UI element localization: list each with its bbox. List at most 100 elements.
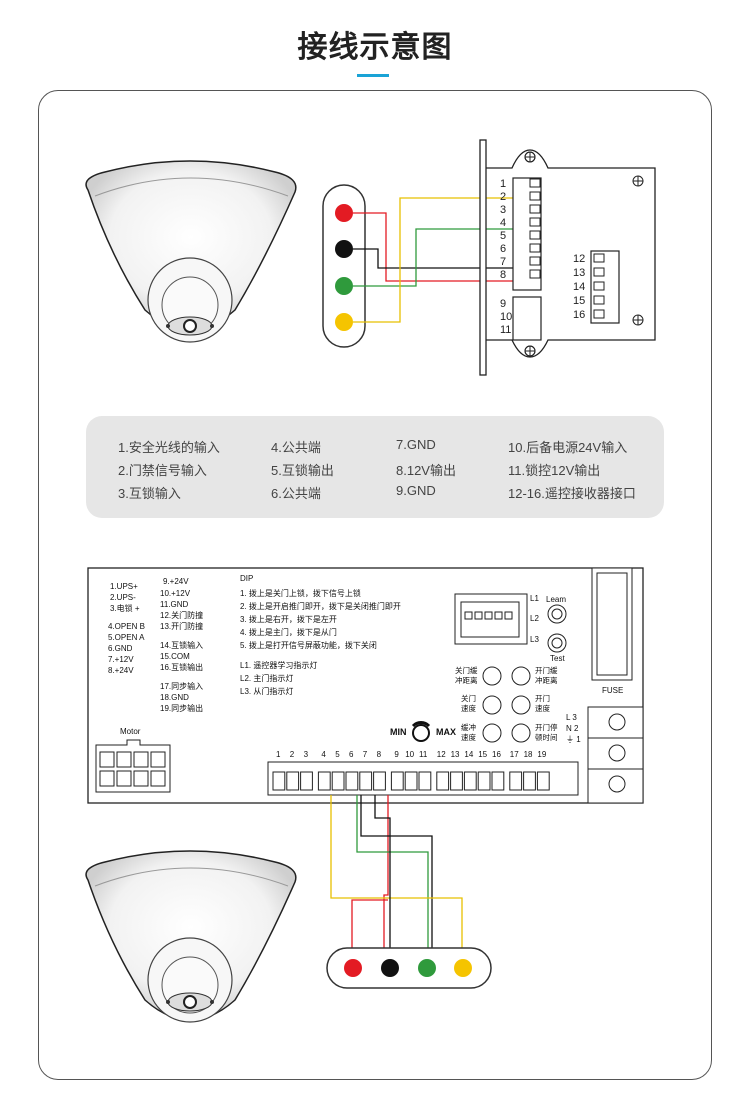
l2-label: L2 — [530, 614, 539, 623]
terminal-slot — [404, 771, 418, 791]
terminal-slot — [418, 771, 432, 791]
svg-text:冲距离: 冲距离 — [455, 675, 478, 685]
terminal-screw — [593, 267, 605, 277]
diagram-frame — [38, 90, 712, 1080]
terminal-slot — [272, 771, 286, 791]
legend-item: 5.互锁输出 — [271, 463, 334, 478]
terminal-screw — [529, 230, 541, 240]
terminal-number: 10 — [500, 311, 512, 323]
terminal-board-top — [479, 139, 656, 376]
terminal-number: 15 — [573, 295, 585, 307]
terminal-number: 14 — [573, 281, 585, 293]
terminal-number: 16 — [492, 750, 501, 759]
wires-top — [353, 197, 513, 323]
legend-item: 10.后备电源24V输入 — [508, 440, 628, 455]
green-wire-dot — [335, 277, 353, 295]
svg-text:N 2: N 2 — [566, 724, 579, 733]
terminal-number: 8 — [500, 269, 506, 281]
fuse-label: FUSE — [602, 686, 623, 695]
fuse-holder — [591, 567, 633, 681]
terminal-number: 4 — [321, 750, 326, 759]
terminal-slot — [390, 771, 404, 791]
wires-bottom — [330, 795, 463, 970]
power-input-labels: L 3 N 2 ⏚ 1 — [566, 713, 581, 744]
terminal-number: 9 — [394, 750, 399, 759]
max-label: MAX — [436, 727, 456, 737]
terminal-number: 13 — [451, 750, 460, 759]
svg-text:5. 拨上是打开信号屏蔽功能，拨下关闭: 5. 拨上是打开信号屏蔽功能，拨下关闭 — [240, 640, 377, 650]
terminal-screw — [529, 204, 541, 214]
sensor-image-bottom — [85, 850, 297, 1023]
svg-text:8.+24V: 8.+24V — [108, 666, 134, 675]
connector-plug-top — [322, 184, 366, 348]
svg-text:4. 拨上是主门，拨下是从门: 4. 拨上是主门，拨下是从门 — [240, 627, 337, 637]
svg-text:DIP: DIP — [240, 574, 253, 583]
svg-text:L3. 从门指示灯: L3. 从门指示灯 — [240, 686, 293, 696]
green-wire-dot — [418, 959, 436, 977]
yellow-wire-dot — [335, 313, 353, 331]
adjustment-pots — [482, 666, 531, 743]
legend-item: 7.GND — [396, 437, 436, 452]
legend-item: 6.公共端 — [271, 486, 321, 501]
terminal-number: 11 — [500, 324, 511, 336]
terminal-number: 2 — [500, 191, 506, 203]
legend-item: 12-16.遥控接收器接口 — [508, 486, 636, 501]
svg-text:13.开门防撞: 13.开门防撞 — [160, 621, 203, 631]
l3-label: L3 — [530, 635, 539, 644]
terminal-strip-1-19 — [267, 761, 579, 796]
terminal-number: 15 — [478, 750, 487, 759]
svg-text:开门停: 开门停 — [535, 722, 558, 732]
svg-text:⏚ 1: ⏚ 1 — [566, 735, 581, 744]
svg-text:14.互锁输入: 14.互锁输入 — [160, 640, 203, 650]
svg-text:冲距离: 冲距离 — [535, 675, 558, 685]
terminal-number: 9 — [500, 298, 506, 310]
terminal-number: 5 — [335, 750, 340, 759]
terminal-number: 16 — [573, 309, 585, 321]
terminal-slot — [491, 771, 505, 791]
svg-text:L2. 主门指示灯: L2. 主门指示灯 — [240, 673, 293, 683]
svg-text:17.同步输入: 17.同步输入 — [160, 681, 203, 691]
terminal-number: 3 — [304, 750, 309, 759]
legend-item: 3.互锁输入 — [118, 486, 181, 501]
terminal-number: 7 — [363, 750, 368, 759]
svg-text:开门: 开门 — [535, 694, 550, 703]
connector-plug-bottom — [326, 947, 492, 989]
svg-text:速度: 速度 — [461, 703, 476, 713]
mount-hole-icon — [524, 151, 644, 357]
title-underline — [357, 74, 389, 77]
terminal-number: 11 — [419, 750, 428, 759]
terminal-number: 12 — [573, 253, 585, 265]
svg-text:1.UPS+: 1.UPS+ — [110, 582, 138, 591]
svg-text:开门缓: 开门缓 — [535, 665, 558, 675]
terminal-number: 8 — [377, 750, 382, 759]
terminal-list-col1: 1.UPS+ 2.UPS- 3.电锁 + 4.OPEN B 5.OPEN A 6… — [108, 582, 145, 675]
terminal-slot — [300, 771, 313, 791]
svg-text:18.GND: 18.GND — [160, 693, 189, 702]
red-wire-dot — [335, 204, 353, 222]
svg-text:7.+12V: 7.+12V — [108, 655, 134, 664]
terminal-number: 3 — [500, 204, 506, 216]
terminal-slot — [345, 771, 359, 791]
terminal-screw — [529, 256, 541, 266]
terminal-number: 2 — [290, 750, 295, 759]
terminal-slot — [373, 771, 386, 791]
terminal-slot — [463, 771, 477, 791]
terminal-number: 14 — [464, 750, 473, 759]
terminal-number: 5 — [500, 230, 506, 242]
terminal-slot — [509, 771, 523, 791]
terminal-number: 6 — [500, 243, 506, 255]
terminal-screw — [593, 309, 605, 319]
legend-item: 8.12V输出 — [396, 463, 456, 478]
terminal-slot — [523, 771, 536, 791]
svg-text:5.OPEN A: 5.OPEN A — [108, 633, 145, 642]
terminal-screw — [529, 191, 541, 201]
terminal-number: 4 — [500, 217, 506, 229]
legend-item: 4.公共端 — [271, 440, 321, 455]
svg-text:15.COM: 15.COM — [160, 652, 190, 661]
svg-text:12.关门防撞: 12.关门防撞 — [160, 610, 203, 620]
terminal-slot — [331, 771, 345, 791]
black-wire-dot — [381, 959, 399, 977]
terminal-slot — [359, 771, 373, 791]
